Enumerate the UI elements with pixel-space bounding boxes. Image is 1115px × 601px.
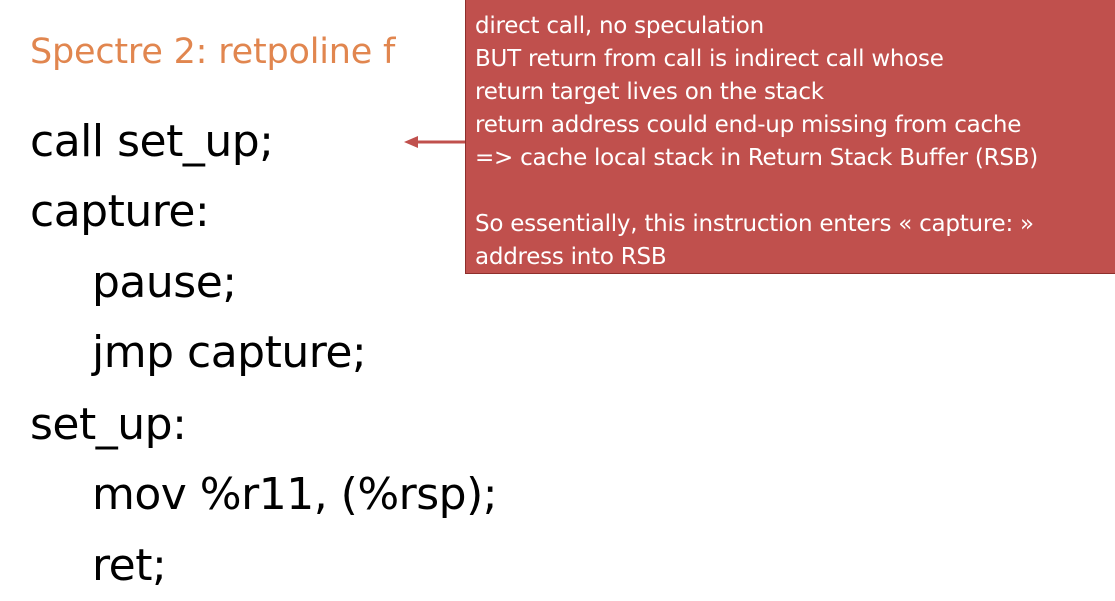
callout-line: => cache local stack in Return Stack Buf… — [475, 145, 1038, 171]
callout-line: return target lives on the stack — [475, 79, 824, 105]
code-line-pause: pause; — [92, 257, 237, 308]
callout-line: BUT return from call is indirect call wh… — [475, 46, 944, 72]
callout-text: direct call, no speculation BUT return f… — [475, 10, 1115, 273]
callout-box: direct call, no speculation BUT return f… — [465, 0, 1115, 274]
code-line-call: call set_up; — [30, 116, 274, 167]
callout-line: address into RSB — [475, 244, 667, 270]
code-line-ret: ret; — [92, 540, 167, 591]
callout-line: So essentially, this instruction enters … — [475, 211, 1034, 237]
slide-title: Spectre 2: retpoline f — [30, 32, 396, 72]
callout-line: direct call, no speculation — [475, 13, 764, 39]
callout-line: return address could end-up missing from… — [475, 112, 1022, 138]
code-line-mov: mov %r11, (%rsp); — [92, 469, 498, 520]
code-line-capture-label: capture: — [30, 186, 210, 237]
left-arrow-icon — [404, 136, 467, 148]
arrow-head — [404, 136, 418, 148]
callout-line — [475, 175, 1115, 208]
code-line-setup-label: set_up: — [30, 399, 187, 450]
code-line-jmp: jmp capture; — [92, 327, 367, 378]
